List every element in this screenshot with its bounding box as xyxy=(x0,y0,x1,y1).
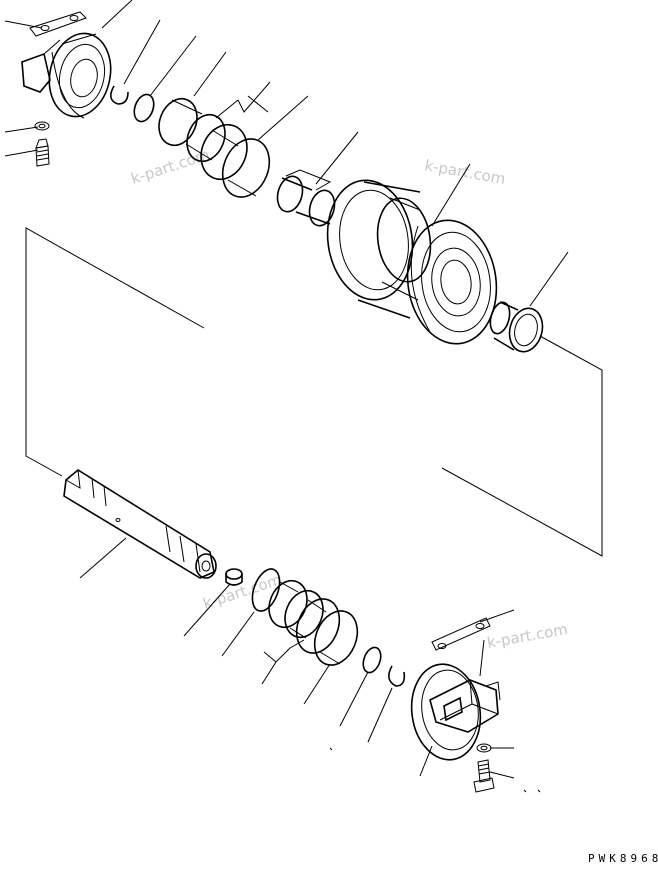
leader-tick xyxy=(523,789,541,793)
leader-line xyxy=(149,35,197,97)
bottom-o-ring-2 xyxy=(362,646,382,674)
bottom-floating-seal xyxy=(268,579,359,666)
top-floating-seal xyxy=(158,97,271,198)
leader-line xyxy=(479,609,515,623)
leader-line xyxy=(529,251,569,307)
reference-line-right xyxy=(441,335,603,557)
leader-line xyxy=(79,537,127,579)
leader-line xyxy=(4,20,43,29)
leader-line xyxy=(315,131,359,185)
leader-line xyxy=(193,51,227,97)
leader-line xyxy=(221,611,255,657)
leader-line xyxy=(431,163,471,227)
watermark-4: k-part.com xyxy=(486,620,570,652)
leader-line xyxy=(367,687,393,743)
leader-line xyxy=(4,126,39,133)
top-washer xyxy=(34,121,50,131)
leader-line xyxy=(489,771,515,779)
leader-line xyxy=(419,745,433,777)
drawing-code: PWK8968 xyxy=(588,852,658,865)
leader-line xyxy=(257,95,309,141)
bottom-o-ring-1 xyxy=(251,568,281,612)
leader-bracket xyxy=(215,81,271,119)
roller-shaft xyxy=(63,469,217,579)
bottom-end-collar xyxy=(410,639,501,761)
top-lock-plate xyxy=(29,11,87,37)
top-bushing xyxy=(276,169,336,227)
top-bolt xyxy=(35,138,50,167)
top-o-ring xyxy=(133,93,155,123)
reference-line-left xyxy=(25,227,205,477)
leader-bracket xyxy=(261,639,305,685)
bottom-snap-ring xyxy=(388,665,406,687)
plug xyxy=(225,568,243,586)
top-end-collar xyxy=(21,32,112,119)
leader-line xyxy=(4,149,39,157)
leader-line xyxy=(339,671,369,727)
leader-line xyxy=(183,583,231,637)
bottom-washer xyxy=(476,743,492,753)
leader-line xyxy=(123,19,161,85)
leader-tick xyxy=(329,747,333,751)
track-roller xyxy=(326,179,498,345)
top-snap-ring xyxy=(110,85,129,105)
right-bushing xyxy=(489,301,544,353)
bottom-lock-plate xyxy=(431,617,491,651)
leader-line xyxy=(303,663,331,705)
leader-line xyxy=(101,0,133,29)
bottom-bolt xyxy=(473,759,495,793)
